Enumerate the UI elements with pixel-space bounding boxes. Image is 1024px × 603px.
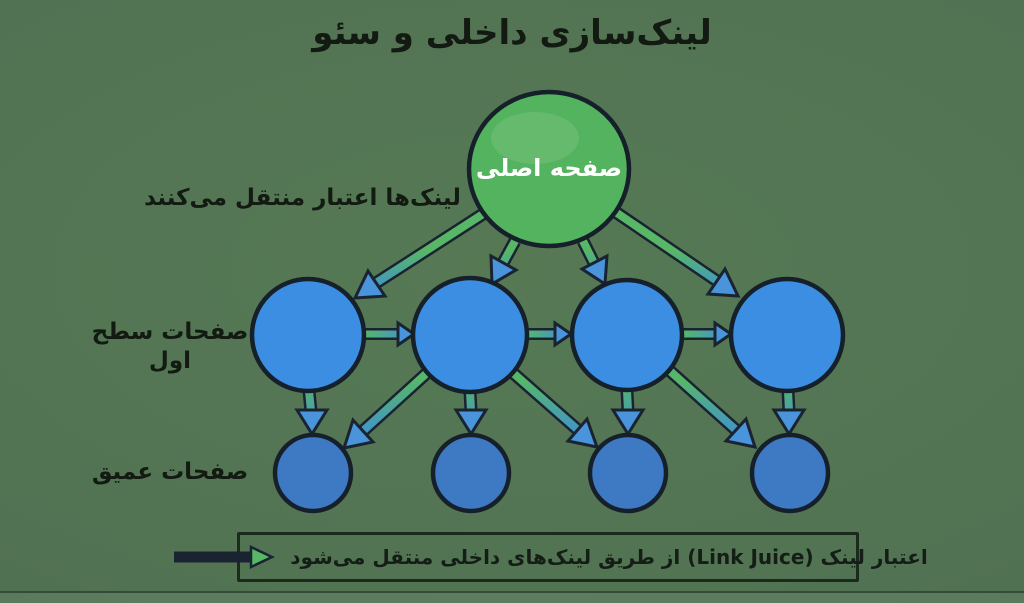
node-deep-2 bbox=[430, 432, 512, 514]
arrow-l1-4-to-deep-4 bbox=[771, 390, 807, 437]
arrow-main-to-l1-4 bbox=[613, 207, 741, 298]
arrowhead bbox=[579, 253, 609, 287]
arrowhead bbox=[352, 268, 388, 300]
node-main-highlight bbox=[491, 112, 579, 164]
arrow-l1-3-to-deep-3 bbox=[610, 390, 646, 437]
arrowhead bbox=[453, 408, 489, 437]
node-deep-1 bbox=[272, 432, 354, 514]
arrow-l1-1-to-deep-1 bbox=[294, 390, 330, 437]
arrow-l1-3-to-l1-4 bbox=[683, 320, 734, 348]
arrow-main-to-l1-1 bbox=[352, 208, 487, 300]
level1-row-label: صفحات سطح اول bbox=[91, 319, 249, 374]
arrow-l1-2-to-l1-3 bbox=[526, 320, 574, 348]
arrowhead bbox=[713, 320, 734, 348]
node-level1-2 bbox=[410, 275, 530, 395]
node-level1-4 bbox=[728, 276, 846, 394]
arrowhead bbox=[294, 408, 330, 437]
arrowhead bbox=[396, 320, 417, 348]
arrow-l1-2-to-deep-1 bbox=[341, 367, 433, 450]
arrowhead bbox=[610, 408, 646, 437]
arrowhead bbox=[553, 320, 574, 348]
arrowhead bbox=[705, 266, 741, 298]
node-main-page bbox=[466, 89, 632, 249]
arrow-l1-2-to-deep-3 bbox=[507, 367, 600, 450]
legend-text: اعتبار لینک (Link Juice) از طریق لینک‌ها… bbox=[290, 545, 928, 569]
node-level1-3 bbox=[569, 277, 685, 393]
arrow-l1-3-to-deep-4 bbox=[665, 366, 758, 449]
arrow-l1-1-to-l1-2 bbox=[364, 320, 417, 348]
arrow-main-to-l1-2 bbox=[489, 237, 521, 287]
legend-box: اعتبار لینک (Link Juice) از طریق لینک‌ها… bbox=[174, 532, 928, 582]
bottom-strip bbox=[0, 591, 1024, 603]
arrowhead bbox=[565, 416, 600, 450]
arrow-l1-2-to-deep-2 bbox=[453, 390, 489, 437]
deep-row-label: صفحات عمیق bbox=[91, 459, 249, 485]
node-deep-4 bbox=[749, 432, 831, 514]
arrow-main-to-l1-3 bbox=[577, 238, 609, 287]
node-level1-1 bbox=[249, 276, 367, 394]
page-title: لینک‌سازی داخلی و سئو bbox=[312, 13, 712, 53]
node-deep-3 bbox=[587, 432, 669, 514]
link-transfer-note: لینک‌ها اعتبار منتقل می‌کنند bbox=[144, 185, 461, 211]
nodes bbox=[249, 89, 846, 514]
arrowhead bbox=[341, 417, 376, 450]
arrowhead bbox=[771, 408, 807, 437]
main-page-label: صفحه اصلی bbox=[475, 154, 623, 182]
arrowhead bbox=[489, 253, 520, 287]
link-juice-arrow-icon bbox=[174, 545, 276, 569]
arrowhead bbox=[723, 416, 758, 449]
